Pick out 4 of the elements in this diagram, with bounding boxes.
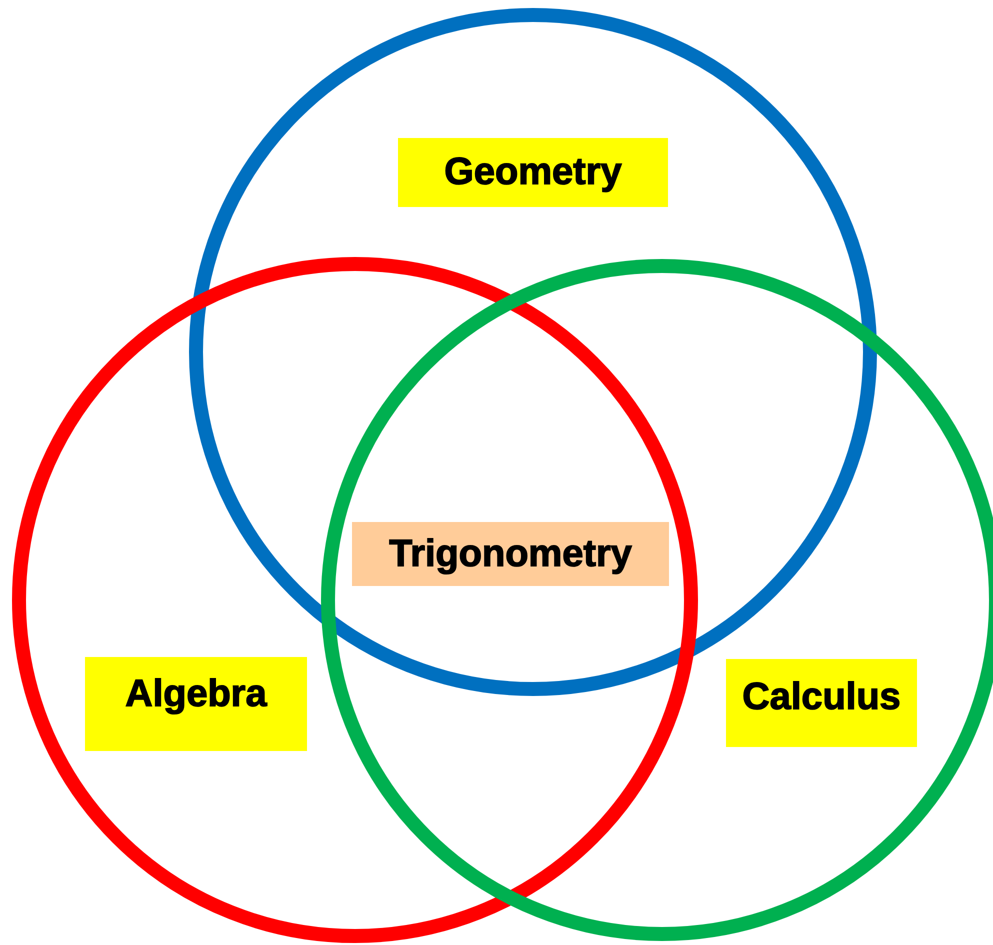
set-label: Geometry (398, 138, 668, 207)
set-label: Calculus (726, 659, 917, 747)
set-label: Trigonometry (352, 522, 669, 586)
set-label: Algebra (85, 657, 307, 751)
